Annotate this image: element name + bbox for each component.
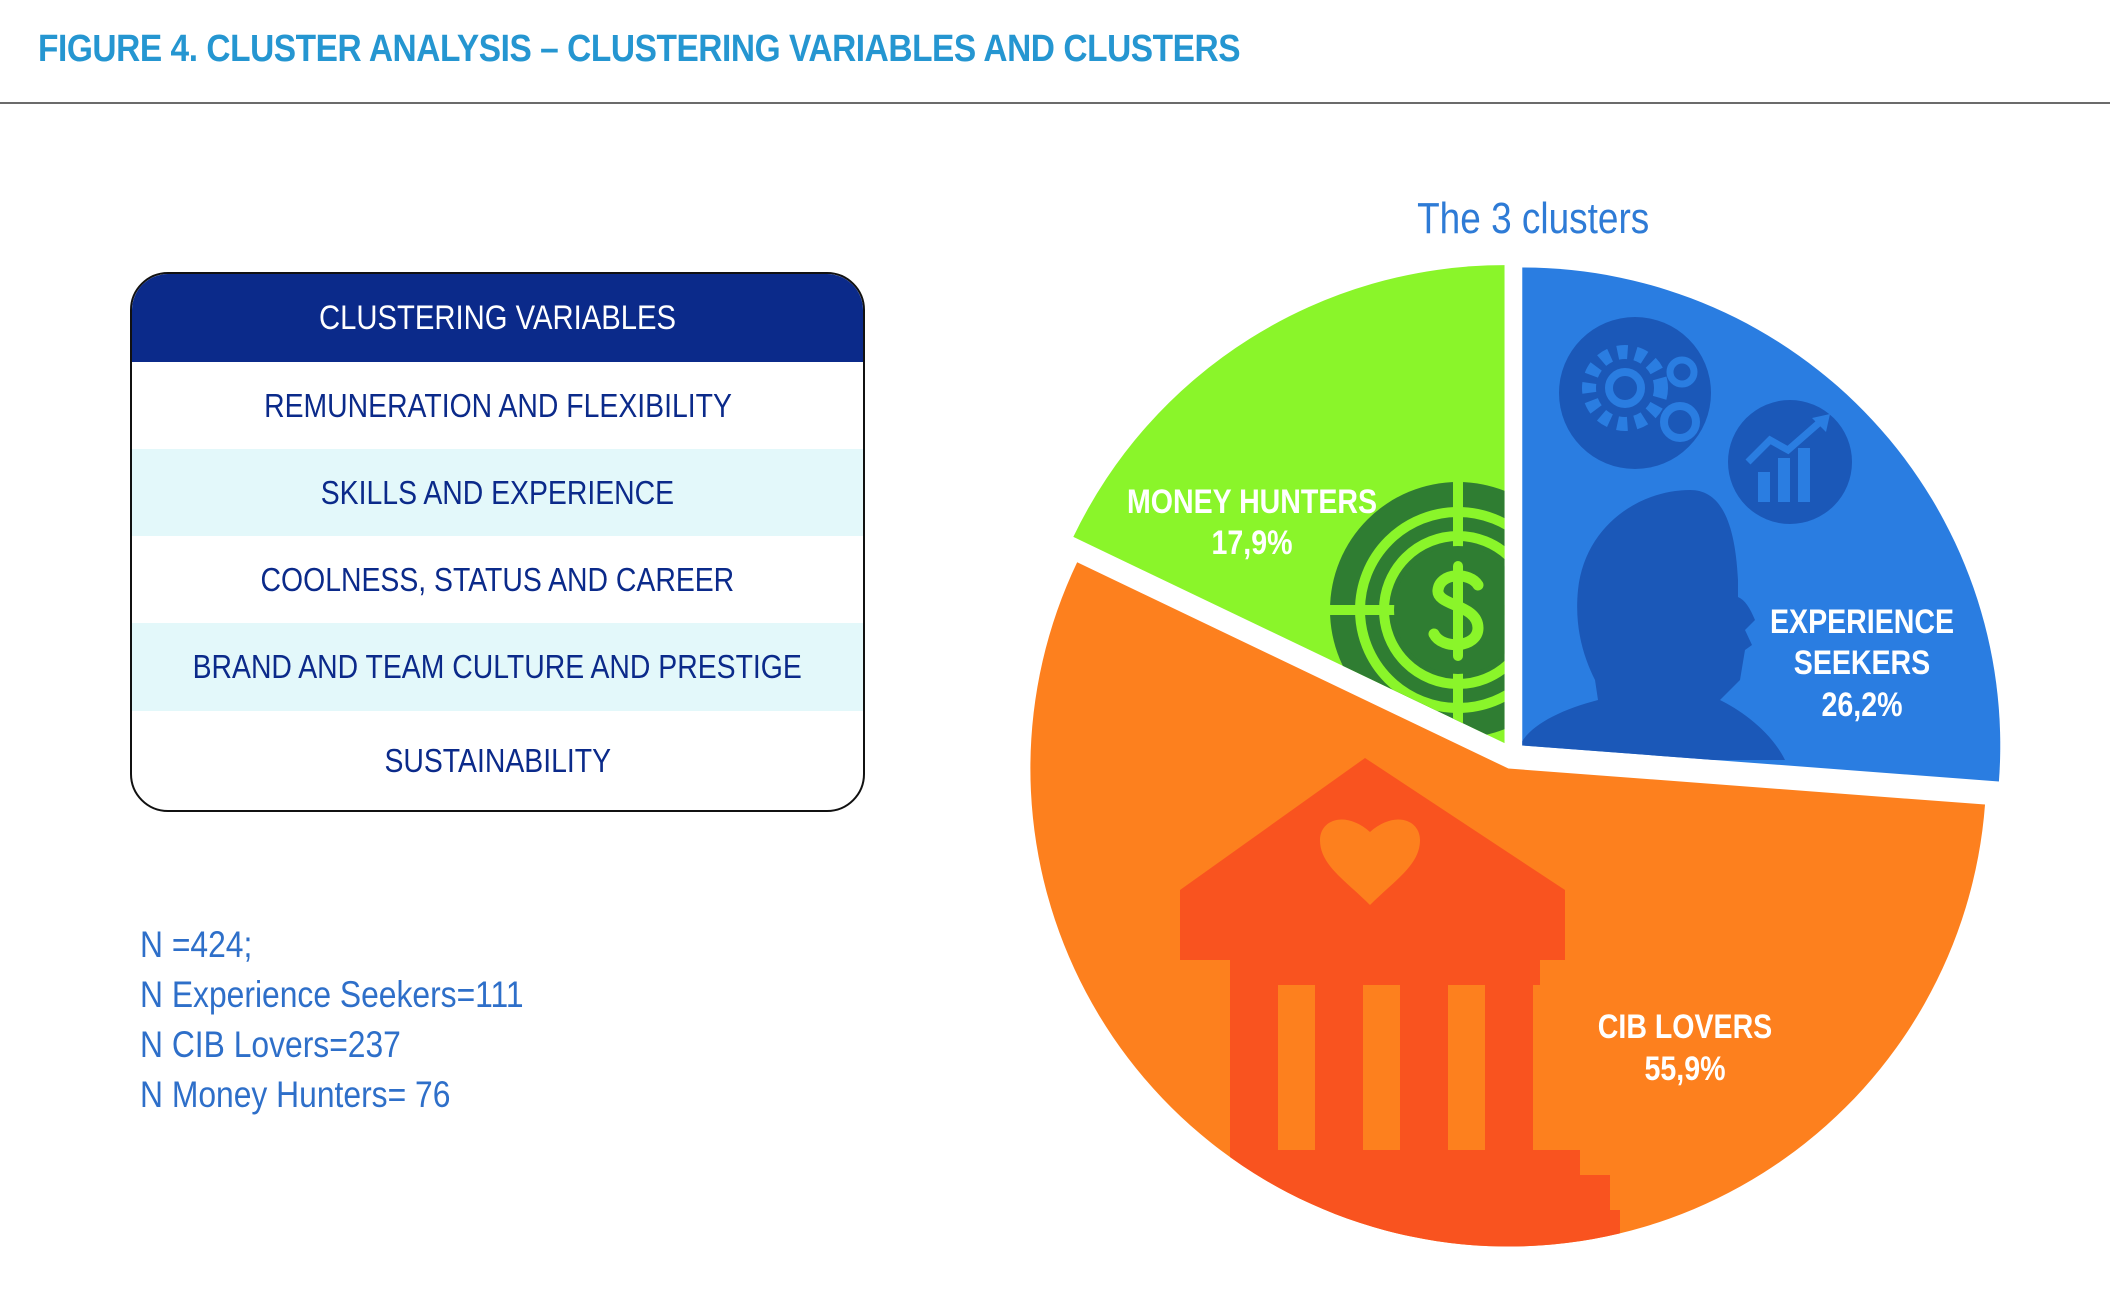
dollar-target-icon — [1330, 482, 1505, 738]
slice-value-money-hunters: 17,9% — [1212, 524, 1293, 562]
slice-label-money-hunters: MONEY HUNTERS — [1127, 483, 1377, 521]
note-line: N CIB Lovers=237 — [140, 1020, 586, 1070]
table-row: COOLNESS, STATUS AND CAREER — [132, 536, 863, 623]
slice-value-experience-seekers: 26,2% — [1822, 686, 1903, 724]
slice-label-experience-seekers-line1: EXPERIENCE — [1770, 603, 1954, 641]
variable-label: SUSTAINABILITY — [384, 741, 611, 779]
slice-label-cib-lovers: CIB LOVERS — [1598, 1008, 1772, 1046]
table-header: CLUSTERING VARIABLES — [132, 274, 863, 362]
note-text: N Experience Seekers=111 — [140, 974, 524, 1015]
pie-chart-title-text: The 3 clusters — [1417, 194, 1650, 243]
table-row: BRAND AND TEAM CULTURE AND PRESTIGE — [132, 623, 863, 711]
clustering-variables-table: CLUSTERING VARIABLES REMUNERATION AND FL… — [130, 272, 865, 812]
note-line: N =424; — [140, 920, 586, 970]
slice-value-cib-lovers: 55,9% — [1645, 1050, 1726, 1088]
variable-label: COOLNESS, STATUS AND CAREER — [260, 560, 735, 598]
slice-label-experience-seekers-line2: SEEKERS — [1794, 644, 1930, 682]
note-line: N Money Hunters= 76 — [140, 1070, 586, 1120]
note-text: N CIB Lovers=237 — [140, 1024, 401, 1065]
table-row: REMUNERATION AND FLEXIBILITY — [132, 362, 863, 449]
sample-size-notes: N =424; N Experience Seekers=111 N CIB L… — [140, 920, 586, 1120]
table-header-label: CLUSTERING VARIABLES — [319, 298, 676, 337]
table-row: SKILLS AND EXPERIENCE — [132, 449, 863, 536]
note-line: N Experience Seekers=111 — [140, 970, 586, 1020]
bank-with-heart-icon — [1180, 758, 1620, 1247]
note-text: N Money Hunters= 76 — [140, 1074, 451, 1115]
pie-chart-title: The 3 clusters — [1395, 194, 1649, 244]
table-row: SUSTAINABILITY — [132, 711, 863, 810]
head-with-gears-icon — [1522, 317, 1852, 760]
variable-label: BRAND AND TEAM CULTURE AND PRESTIGE — [192, 648, 803, 685]
variable-label: SKILLS AND EXPERIENCE — [320, 473, 675, 511]
figure-title: FIGURE 4. CLUSTER ANALYSIS – CLUSTERING … — [38, 28, 1241, 70]
note-text: N =424; — [140, 924, 253, 965]
variable-label: REMUNERATION AND FLEXIBILITY — [263, 386, 732, 424]
title-divider — [0, 102, 2110, 104]
